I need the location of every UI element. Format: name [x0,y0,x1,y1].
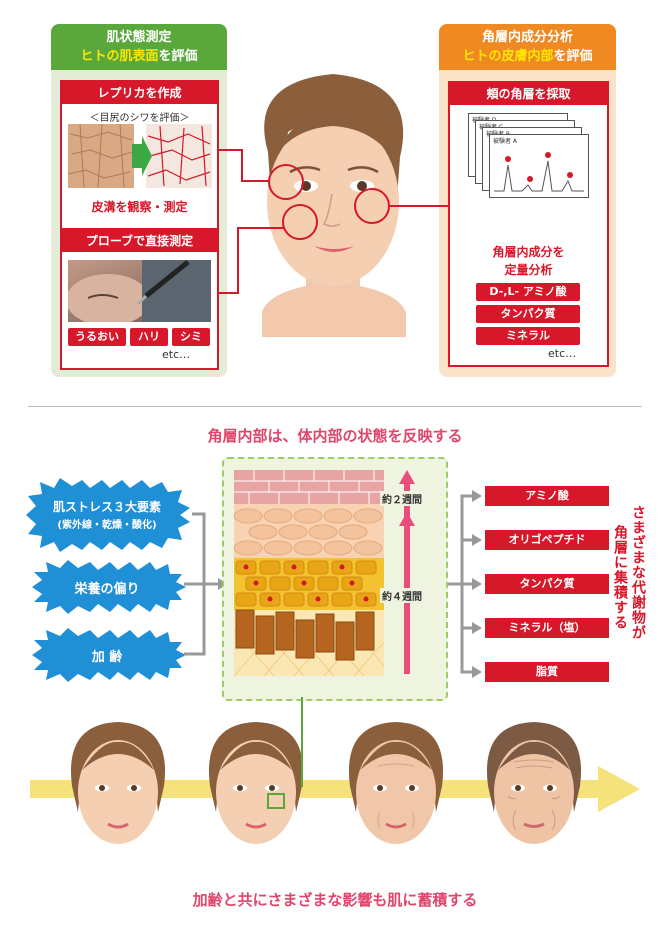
protein-box: タンパク質 [485,574,609,594]
lipid-box: 脂質 [485,662,609,682]
face-adult [208,722,304,844]
probe-card: プローブで直接測定 うるおい ハリ シミ etc… [60,228,219,370]
oligopeptide-box: オリゴペプチド [485,530,609,550]
zoom-connector [301,697,303,787]
stratum-analysis-title: 角層内成分分析 [481,30,573,45]
moisture-tag: うるおい [68,328,126,346]
chromatogram-icon [494,152,584,192]
skin-interior-highlight: ヒトの皮膚内部 [462,49,554,64]
amino-acid-box: アミノ酸 [485,486,609,506]
chart-sheet-a: 被験者 A [489,134,589,198]
section2-heading: 角層内部は、体内部の状態を反映する [207,427,463,445]
nutrition-burst-icon [32,560,186,614]
amino-acid-tag: D-,L- アミノ酸 [476,283,580,301]
section-divider [28,406,642,407]
flow-connectors [184,490,482,678]
skin-condition-header: 肌状態測定 ヒトの肌表面を評価 [51,24,227,70]
aging-label: 加 齢 [91,650,123,665]
aging-burst-icon [32,628,186,682]
timeline-arrow [30,766,640,812]
cheek-sample-title: 頬の角層を採取 [450,83,607,105]
replica-card: レプリカを作成 ＜目尻のシワを評価＞ 皮溝を観察・測定 [60,80,219,242]
mineral-tag: ミネラル [476,327,580,345]
replica-card-title: レプリカを作成 [62,82,217,104]
stress-title: 肌ストレス３大要素 [52,500,161,514]
skin-condition-title: 肌状態測定 [106,30,172,45]
top-connector-lines [218,149,450,294]
woman-face-illustration [262,74,406,337]
replica-subtitle: ＜目尻のシワを評価＞ [89,113,190,124]
face-elderly [486,722,582,844]
cheek-sample-card: 頬の角層を採取 被験者 D 被験者 C 被験者 B 被験者 A 角層内成分を 定… [448,81,609,367]
stress-subtitle: (紫外線・乾燥・酸化) [57,520,157,531]
protein-tag: タンパク質 [476,305,580,323]
replica-caption: 皮溝を観察・測定 [91,200,188,214]
probe-etc: etc… [162,348,191,361]
accumulate-vertical-text: 角層に集積する [612,525,628,630]
spots-tag: シミ [172,328,210,346]
mineral-salt-box: ミネラル（塩） [485,618,609,638]
probe-card-title: プローブで直接測定 [62,230,217,252]
analysis-text-2: 定量分析 [504,263,553,277]
skin-layer-diagram [234,470,415,677]
replica-image [68,124,212,188]
probe-photo [68,260,211,322]
four-weeks-label: 約４週間 [380,588,424,603]
nutrition-label: 栄養の偏り [74,582,140,597]
footer-caption: 加齢と共にさまざまな影響も肌に蓄積する [192,891,478,909]
firmness-tag: ハリ [130,328,168,346]
two-weeks-label: 約２週間 [380,491,424,506]
stress-burst-icon [26,478,190,552]
analysis-etc: etc… [548,347,577,360]
analysis-text-1: 角層内成分を [492,245,565,259]
skin-condition-panel: 肌状態測定 ヒトの肌表面を評価 レプリカを作成 ＜目尻のシワを評価＞ 皮溝を観察… [51,24,227,377]
stratum-analysis-panel: 角層内成分分析 ヒトの皮膚内部を評価 頬の角層を採取 被験者 D 被験者 C 被… [439,24,616,377]
face-young [70,722,166,844]
face-middle-aged [348,722,444,844]
metabolites-vertical-text: さまざまな代謝物が [630,505,646,640]
stratum-analysis-header: 角層内成分分析 ヒトの皮膚内部を評価 [439,24,616,70]
skin-surface-highlight: ヒトの肌表面 [80,49,159,64]
